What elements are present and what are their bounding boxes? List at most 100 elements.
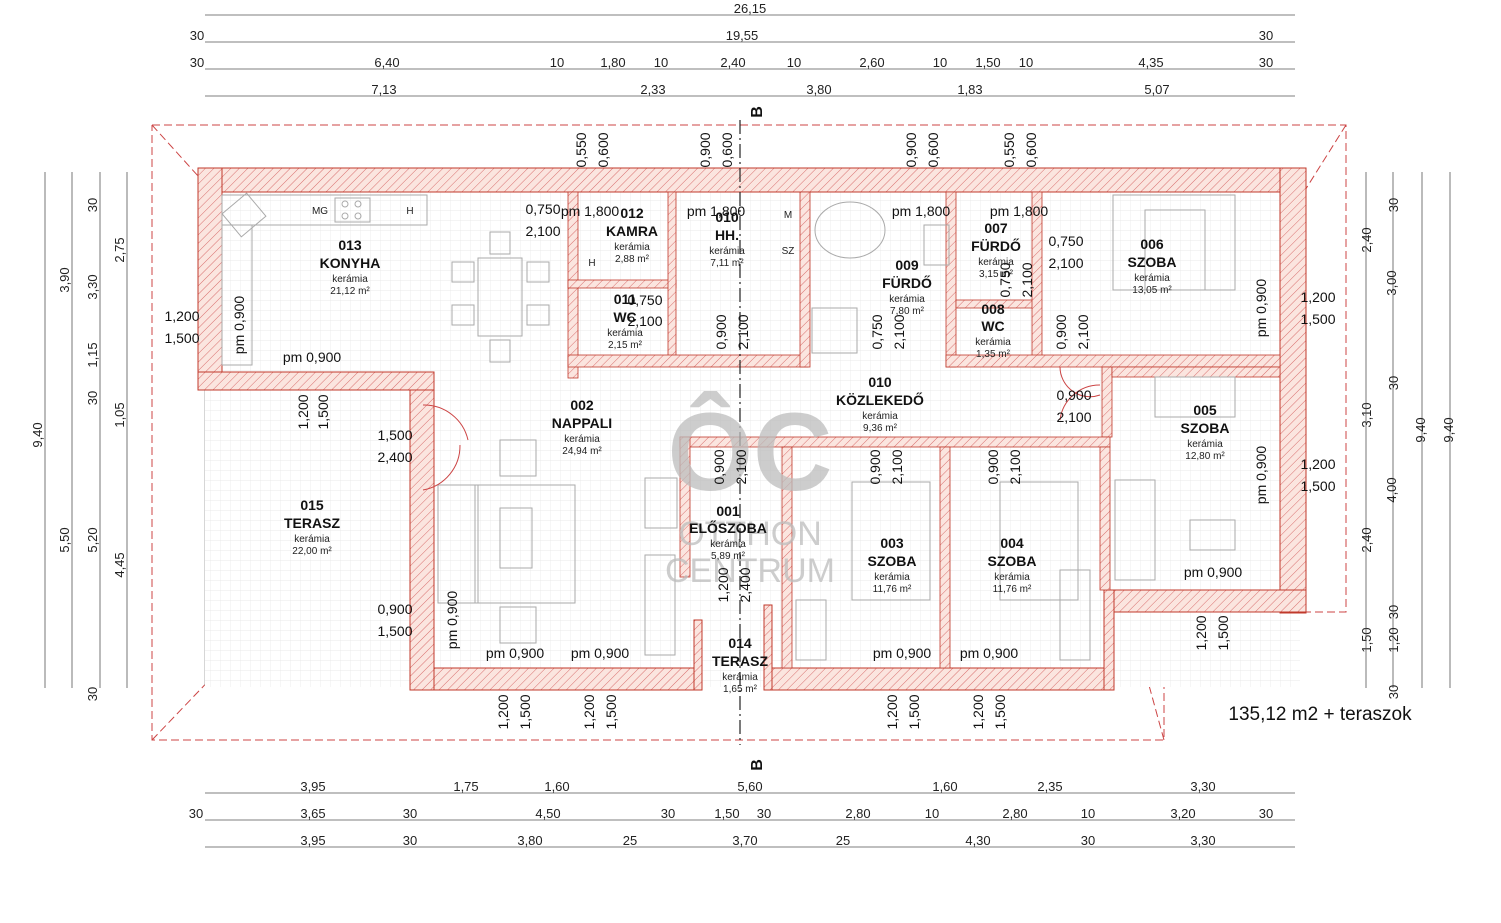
opening-vert-label: 1,500 (315, 394, 331, 429)
outer-walls (197, 167, 1307, 691)
right-dim-inner: 3,00 (1384, 270, 1399, 295)
opening-vert-label: 0,900 (1053, 314, 1069, 349)
room-010-kozlekedo-label: 010 KÖZLEKEDŐ kerámia 9,36 m² (836, 374, 924, 434)
svg-text:kerámia: kerámia (607, 328, 643, 339)
room-014-label: 014 TERASZ kerámia 1,65 m² (712, 635, 768, 695)
svg-text:SZOBA: SZOBA (988, 553, 1037, 569)
svg-text:5,89 m²: 5,89 m² (711, 551, 746, 562)
right-dim-inner2: 30 (1386, 198, 1401, 212)
svg-text:kerámia: kerámia (1187, 439, 1223, 450)
opening-vert-label: 1,200 (295, 394, 311, 429)
opening-pm-label: pm 1,800 (892, 203, 951, 219)
appliance-label: M (784, 210, 792, 221)
left-dim-inner2: 1,05 (112, 402, 127, 427)
opening-pm-label: pm 0,900 (960, 645, 1019, 661)
left-dim-inner: 30 (85, 391, 100, 405)
opening-vert-label: 0,900 (713, 314, 729, 349)
right-dimensions: 9,40 9,40 3,00 3,10 4,00 1,50 30 2,40 30… (1359, 172, 1456, 699)
svg-text:SZOBA: SZOBA (1128, 254, 1177, 270)
left-dim-inner2: 2,75 (112, 237, 127, 262)
top-dimensions: 26,15 30 19,55 30 30 6,40 10 1,80 10 2,4… (190, 1, 1295, 97)
opening-pm-label: pm 0,900 (571, 645, 630, 661)
bottom-dim-row1: 1,60 (544, 779, 569, 794)
right-dim-inner2: 30 (1386, 605, 1401, 619)
top-dim-row3: 10 (1019, 55, 1033, 70)
top-dim-row4: 5,07 (1144, 82, 1169, 97)
svg-text:012: 012 (620, 205, 644, 221)
top-dim-row4: 2,33 (640, 82, 665, 97)
opening-vert-label: 2,100 (891, 314, 907, 349)
window-height: 2,100 (627, 313, 662, 329)
svg-text:21,12 m²: 21,12 m² (330, 286, 370, 297)
svg-text:SZOBA: SZOBA (868, 553, 917, 569)
svg-text:010: 010 (715, 209, 739, 225)
svg-text:22,00 m²: 22,00 m² (292, 546, 332, 557)
svg-text:003: 003 (880, 535, 904, 551)
opening-vert-label: 0,750 (997, 262, 1013, 297)
top-dim-row2: 19,55 (726, 28, 759, 43)
top-dim-row4: 3,80 (806, 82, 831, 97)
svg-text:FÜRDŐ: FÜRDŐ (971, 237, 1021, 254)
bottom-dim-row2: 30 (661, 806, 675, 821)
window-height: 1,500 (377, 623, 412, 639)
room-003-label: 003 SZOBA kerámia 11,76 m² (868, 535, 917, 595)
top-dim-row3: 30 (190, 55, 204, 70)
svg-text:12,80 m²: 12,80 m² (1185, 451, 1225, 462)
bottom-dim-row2: 30 (189, 806, 203, 821)
room-011-label: 011 WC kerámia 2,15 m² (607, 291, 643, 351)
right-dim-inner2: 1,20 (1386, 627, 1401, 652)
top-dim-row4: 7,13 (371, 82, 396, 97)
opening-pm-label: pm 0,900 (283, 349, 342, 365)
top-dim-row3: 10 (787, 55, 801, 70)
bottom-dim-row3: 3,30 (1190, 833, 1215, 848)
svg-text:kerámia: kerámia (889, 294, 925, 305)
door-height: 2,100 (1056, 409, 1091, 425)
right-dim-inner: 3,10 (1359, 402, 1374, 427)
svg-text:ELŐSZOBA: ELŐSZOBA (689, 519, 767, 536)
svg-text:WC: WC (981, 318, 1004, 334)
bottom-dim-row3: 30 (403, 833, 417, 848)
door-width: 1,500 (377, 427, 412, 443)
svg-text:004: 004 (1000, 535, 1024, 551)
room-002-label: 002 NAPPALI kerámia 24,94 m² (552, 397, 612, 457)
svg-text:kerámia: kerámia (709, 246, 745, 257)
window-width: 0,900 (377, 601, 412, 617)
top-dim-row2: 30 (1259, 28, 1273, 43)
svg-text:7,80 m²: 7,80 m² (890, 306, 925, 317)
opening-vert-label: 0,900 (711, 449, 727, 484)
opening-pm-label: pm 0,900 (231, 296, 247, 355)
svg-text:2,15 m²: 2,15 m² (608, 340, 643, 351)
opening-vert-label: 1,500 (1215, 615, 1231, 650)
opening-annotations: pm 1,800 pm 1,800 pm 1,800 pm 1,800 pm 0… (164, 132, 1335, 729)
svg-text:005: 005 (1193, 402, 1217, 418)
room-015-label: 015 TERASZ kerámia 22,00 m² (284, 497, 340, 557)
right-dim-inner2: 2,40 (1359, 227, 1374, 252)
svg-text:kerámia: kerámia (1134, 273, 1170, 284)
svg-text:kerámia: kerámia (564, 434, 600, 445)
bottom-dim-row2: 1,50 (714, 806, 739, 821)
svg-text:kerámia: kerámia (294, 534, 330, 545)
svg-text:TERASZ: TERASZ (712, 653, 768, 669)
appliance-labels: MG H M SZ H (312, 206, 794, 269)
total-area-label: 135,12 m2 + teraszok (1228, 704, 1412, 725)
bottom-dim-row1: 3,95 (300, 779, 325, 794)
svg-text:KONYHA: KONYHA (320, 255, 381, 271)
bottom-dim-row1: 1,75 (453, 779, 478, 794)
opening-vert-label: 0,550 (1001, 132, 1017, 167)
opening-vert-label: 2,100 (1007, 449, 1023, 484)
room-006-label: 006 SZOBA kerámia 13,05 m² (1128, 236, 1177, 296)
opening-vert-label: 2,100 (1019, 262, 1035, 297)
bottom-dim-row1: 3,30 (1190, 779, 1215, 794)
svg-text:1,65 m²: 1,65 m² (723, 684, 758, 695)
bottom-dim-row1: 1,60 (932, 779, 957, 794)
section-line-b: B B (739, 106, 766, 771)
svg-text:HH.: HH. (715, 227, 739, 243)
window-width: 0,750 (1048, 233, 1083, 249)
opening-pm-label: pm 0,900 (873, 645, 932, 661)
bottom-dim-row1: 2,35 (1037, 779, 1062, 794)
opening-pm-label: pm 0,900 (444, 591, 460, 650)
svg-text:FÜRDŐ: FÜRDŐ (882, 274, 932, 291)
left-dim-mid: 5,50 (57, 527, 72, 552)
left-dim-mid: 3,90 (57, 267, 72, 292)
